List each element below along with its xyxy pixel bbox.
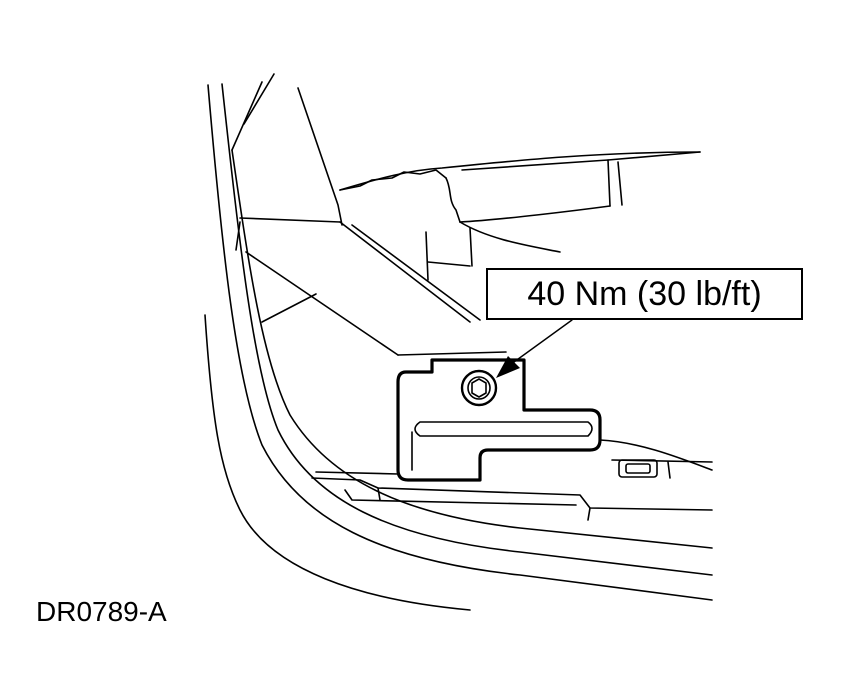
figure-id-label: DR0789-A bbox=[36, 596, 167, 627]
callout-leader-arrow bbox=[496, 319, 573, 378]
hinge-bracket bbox=[396, 358, 602, 482]
door-frame-edges bbox=[204, 83, 713, 611]
hinge-bolt bbox=[460, 369, 498, 407]
pillar-trim bbox=[231, 73, 507, 356]
torque-spec-label: 40 Nm (30 lb/ft) bbox=[527, 274, 762, 313]
sill-rail bbox=[311, 439, 713, 521]
torque-callout: 40 Nm (30 lb/ft) bbox=[486, 268, 803, 320]
seat-cushion bbox=[339, 151, 701, 281]
